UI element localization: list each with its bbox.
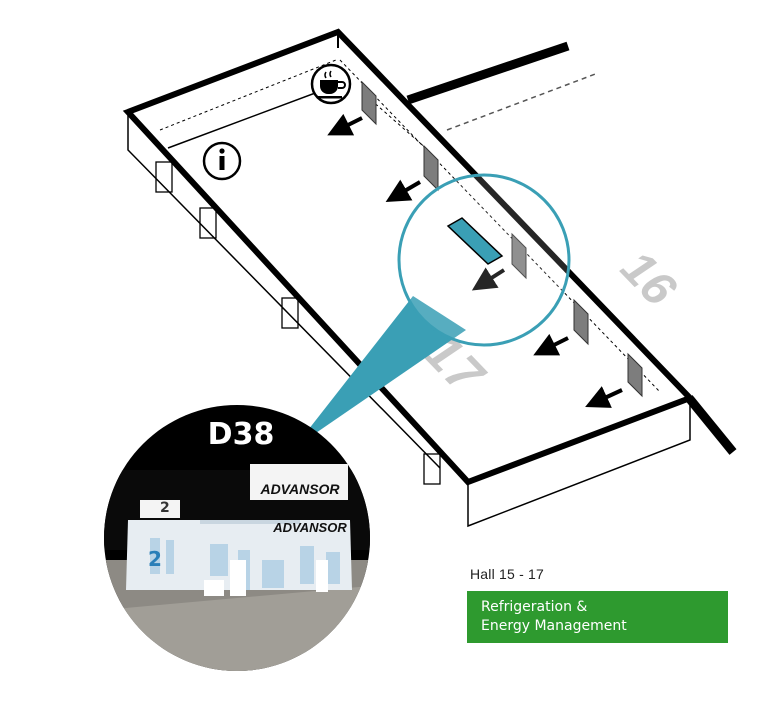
booth-logo-sign: 2 <box>148 547 162 571</box>
hall-outline <box>122 28 737 528</box>
entrance-panels <box>361 80 643 398</box>
booth-company-sign-top: ADVANSOR <box>259 481 340 497</box>
booth-code: D38 <box>208 417 275 452</box>
booth-magnifier <box>294 173 571 448</box>
hall-number-16: 16 <box>608 245 690 314</box>
category-line-1: Refrigeration & <box>481 599 588 615</box>
hall-label: Hall 15 - 17 <box>470 566 544 582</box>
coffee-cup-icon <box>310 63 352 105</box>
booth-logo-sign: 2 <box>160 500 170 516</box>
category-line-2: Energy Management <box>481 618 627 634</box>
booth-preview: ADVANSOR ADVANSOR 2 2 D38 <box>104 405 370 671</box>
booth-d38-highlight[interactable] <box>446 217 504 265</box>
booth-company-sign-side: ADVANSOR <box>272 520 347 535</box>
entrance-arrow-icon <box>327 113 623 408</box>
category-badge: Refrigeration & Energy Management <box>467 591 728 643</box>
info-icon <box>202 141 242 181</box>
hall-doors <box>155 161 441 485</box>
